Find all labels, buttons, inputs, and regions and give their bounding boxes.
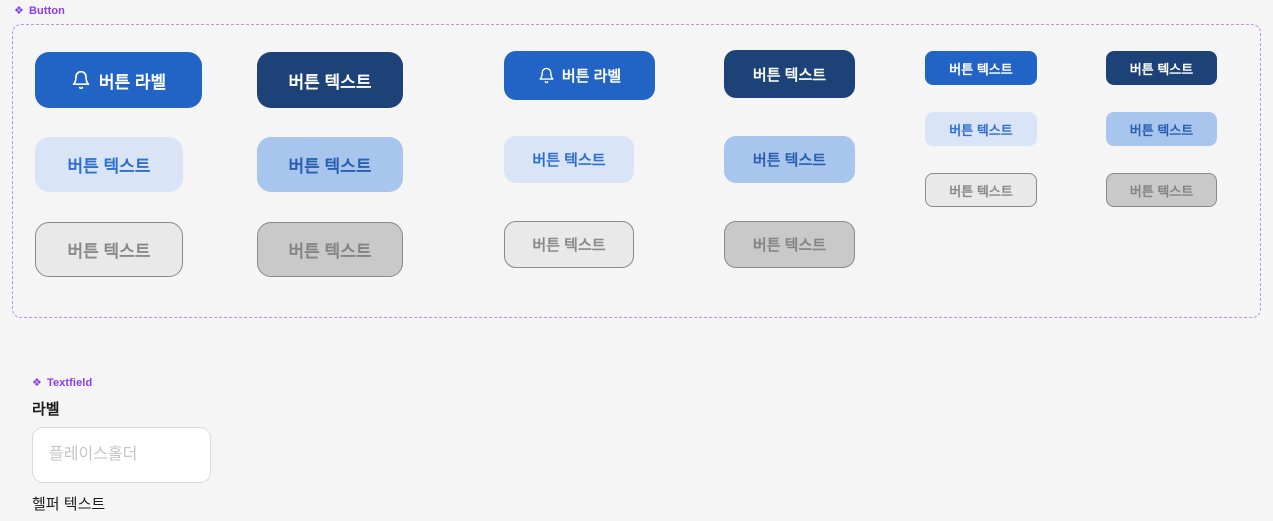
button-label: 버튼 텍스트 [949,122,1013,138]
button-label: 버튼 텍스트 [288,72,372,92]
button-weak-md[interactable]: 버튼 텍스트 [504,136,634,183]
textfield-label: 라벨 [32,401,60,418]
textfield-input[interactable] [32,427,211,483]
button-disabled-dark-sm[interactable]: 버튼 텍스트 [1106,173,1217,207]
button-disabled-dark-xl[interactable]: 버튼 텍스트 [257,222,403,277]
bell-icon [71,70,91,90]
button-label: 버튼 텍스트 [288,242,372,261]
button-disabled-light-sm[interactable]: 버튼 텍스트 [925,173,1037,207]
textfield-helper-text: 헬퍼 텍스트 [32,496,106,513]
section-label-button: ❖ Button [14,5,65,17]
section-title: Textfield [46,377,93,389]
button-label: 버튼 텍스트 [949,183,1013,199]
component-diamond-icon: ❖ [14,4,24,17]
button-label: 버튼 텍스트 [288,157,372,176]
button-dark-xl[interactable]: 버튼 텍스트 [257,52,403,108]
button-weak-xl[interactable]: 버튼 텍스트 [35,137,183,192]
section-title: Button [28,5,65,17]
button-disabled-light-md[interactable]: 버튼 텍스트 [504,221,634,268]
button-label: 버튼 텍스트 [949,61,1013,77]
section-label-textfield: ❖ Textfield [32,377,92,389]
button-disabled-light-xl[interactable]: 버튼 텍스트 [35,222,183,277]
button-label: 버튼 라벨 [561,68,622,85]
button-medium-sm[interactable]: 버튼 텍스트 [1106,112,1217,146]
button-label: 버튼 텍스트 [752,237,827,254]
button-label: 버튼 텍스트 [67,242,151,261]
button-disabled-dark-md[interactable]: 버튼 텍스트 [724,221,855,268]
button-weak-sm[interactable]: 버튼 텍스트 [925,112,1037,146]
button-dark-md[interactable]: 버튼 텍스트 [724,50,855,98]
button-label: 버튼 텍스트 [1129,183,1194,199]
button-label: 버튼 텍스트 [532,237,606,254]
button-dark-sm[interactable]: 버튼 텍스트 [1106,51,1217,85]
button-label: 버튼 라벨 [98,72,167,92]
button-primary-xl-with-icon[interactable]: 버튼 라벨 [35,52,202,108]
button-label: 버튼 텍스트 [67,157,151,176]
button-label: 버튼 텍스트 [1129,122,1194,138]
button-primary-md-with-icon[interactable]: 버튼 라벨 [504,51,655,100]
button-component-frame [12,24,1261,318]
bell-icon [538,67,555,84]
button-label: 버튼 텍스트 [1129,61,1194,77]
button-medium-md[interactable]: 버튼 텍스트 [724,136,855,183]
component-diamond-icon: ❖ [32,376,42,389]
button-label: 버튼 텍스트 [532,152,606,169]
button-medium-xl[interactable]: 버튼 텍스트 [257,137,403,192]
button-label: 버튼 텍스트 [752,152,827,169]
button-primary-sm[interactable]: 버튼 텍스트 [925,51,1037,85]
button-label: 버튼 텍스트 [752,66,827,84]
